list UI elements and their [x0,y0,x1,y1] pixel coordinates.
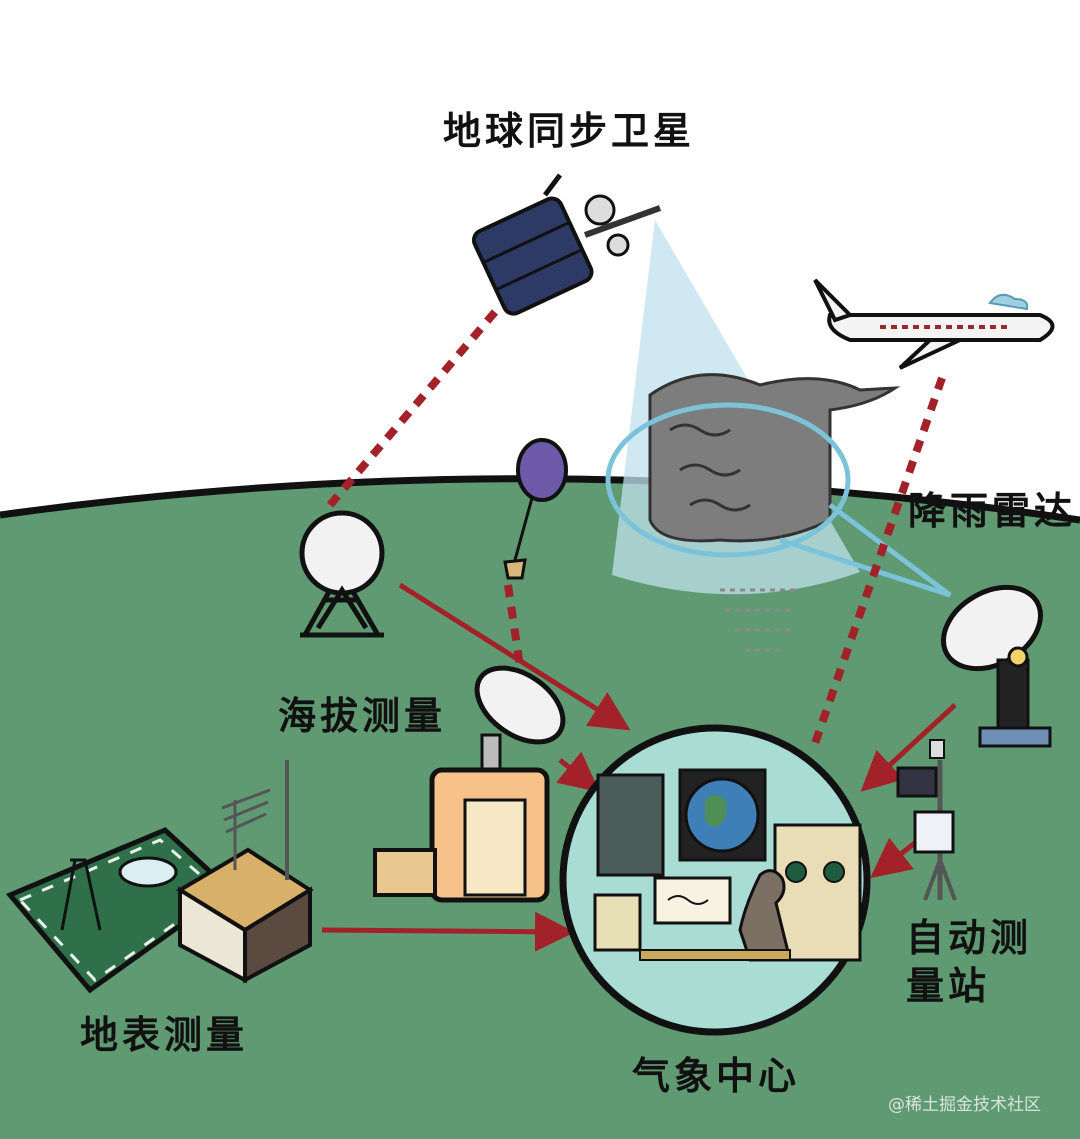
radiosonde-antenna-icon [299,510,385,638]
radar-dish-icon [941,584,1052,748]
surface-field-icon [5,760,314,994]
label-surface: 地表测量 [80,1013,249,1057]
label-center: 气象中心 [632,1054,801,1098]
weather-station-icon [896,739,957,901]
rain-drops [720,588,800,652]
satellite-icon [471,173,662,316]
wireless-links [326,309,946,754]
airplane-icon [813,278,1055,370]
weather-balloon-icon [503,438,568,580]
watermark: @稀土掘金技术社区 [888,1095,1041,1115]
label-altitude: 海拔测量 [278,694,447,738]
storm-cloud-icon [605,373,952,598]
label-satellite: 地球同步卫星 [443,109,696,153]
label-auto-station: 自动测 量站 [906,916,1033,1008]
weather-center-icon [559,724,871,1036]
observatory-icon [373,665,566,903]
label-rain-radar: 降雨雷达 [908,489,1077,533]
